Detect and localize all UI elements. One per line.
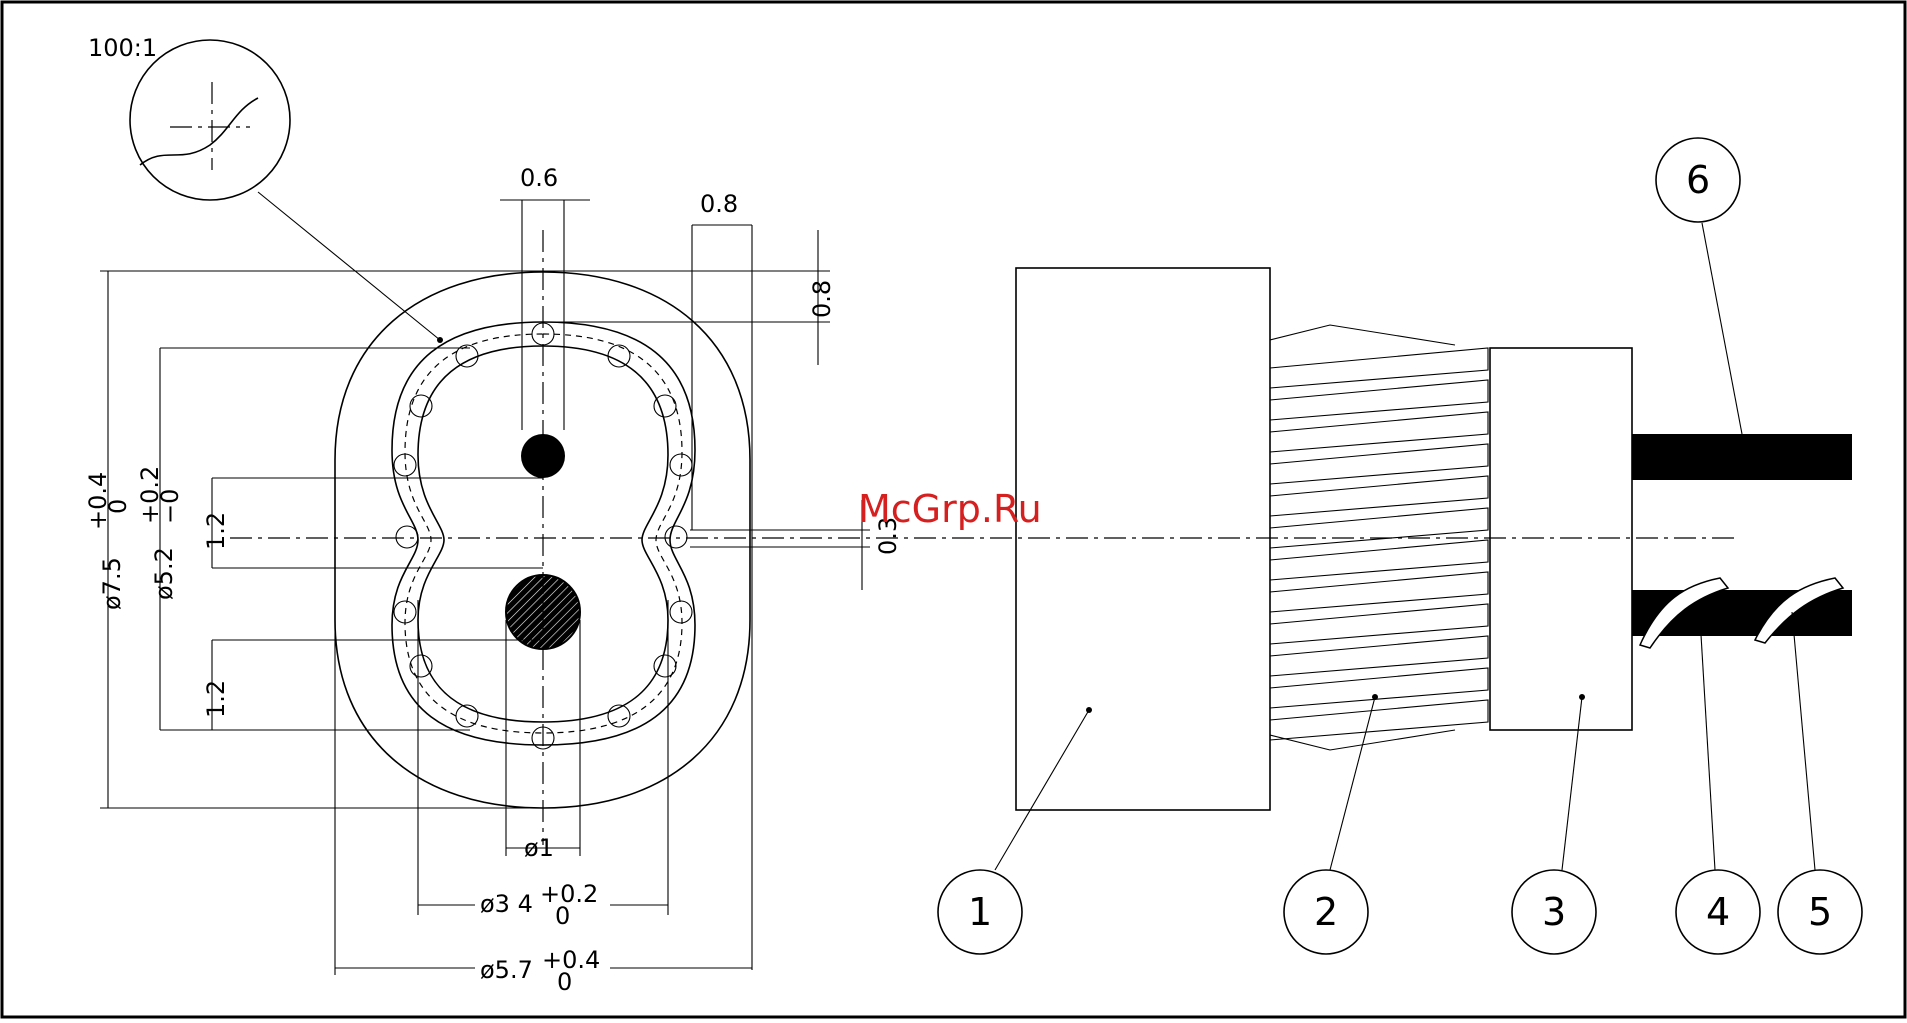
svg-text:0: 0 xyxy=(557,968,572,996)
braid-strand-line xyxy=(1270,444,1488,484)
detail-view: 100:1 xyxy=(88,34,443,343)
svg-text:3: 3 xyxy=(1542,890,1566,934)
dim-conductor: ø1 xyxy=(524,834,554,862)
part-6-conductor xyxy=(1632,434,1852,480)
dim-0-8-vert: 0.8 xyxy=(808,280,836,318)
svg-text:6: 6 xyxy=(1686,158,1710,202)
svg-text:0: 0 xyxy=(104,499,132,514)
svg-text:4: 4 xyxy=(1706,890,1730,934)
svg-text:0: 0 xyxy=(555,902,570,930)
dim-1-2-upper: 1.2 xyxy=(202,512,230,550)
svg-text:1: 1 xyxy=(968,890,992,934)
dim-mid-diameter: ø3 4 +0.2 0 xyxy=(480,880,598,930)
braid-strand-line xyxy=(1270,508,1488,548)
scale-label: 100:1 xyxy=(88,34,157,62)
svg-text:2: 2 xyxy=(1314,890,1338,934)
braid-strand-line xyxy=(1270,348,1488,388)
svg-text:5: 5 xyxy=(1808,890,1832,934)
braid-strand-line xyxy=(1270,412,1488,452)
dim-0-8-top: 0.8 xyxy=(700,190,738,218)
cable-side-view xyxy=(1016,268,1852,810)
braid-strand-line xyxy=(1270,476,1488,516)
part-3-insulation xyxy=(1490,348,1632,730)
part-1-jacket xyxy=(1016,268,1270,810)
dim-bottom-diameter: ø5.7 +0.4 0 xyxy=(480,946,600,996)
braid-strand-line xyxy=(1270,540,1488,580)
dim-1-2-lower: 1.2 xyxy=(202,680,230,718)
watermark: McGrp.Ru xyxy=(858,487,1042,531)
cable-cross-section xyxy=(230,230,1740,845)
braid-strand-line xyxy=(1270,572,1488,612)
braid-strand-line xyxy=(1270,380,1488,420)
dim-0-6: 0.6 xyxy=(520,164,558,192)
svg-text:ø3 4: ø3 4 xyxy=(480,890,533,918)
braid-strand-line xyxy=(1270,636,1488,676)
svg-text:ø5.7: ø5.7 xyxy=(480,956,533,984)
braid-strand-line xyxy=(1270,700,1488,740)
braid-strand-line xyxy=(1270,604,1488,644)
braid-strand-line xyxy=(1270,668,1488,708)
svg-text:ø5.2: ø5.2 xyxy=(150,547,178,600)
svg-text:ø7.5: ø7.5 xyxy=(98,557,126,610)
svg-text:−0: −0 xyxy=(156,489,184,524)
callouts: 1 2 3 4 5 6 xyxy=(938,138,1862,954)
dimensions: 0.6 0.8 0.8 0.3 ø7.5 +0.4 0 ø5.2 +0.2 −0 xyxy=(84,164,902,996)
